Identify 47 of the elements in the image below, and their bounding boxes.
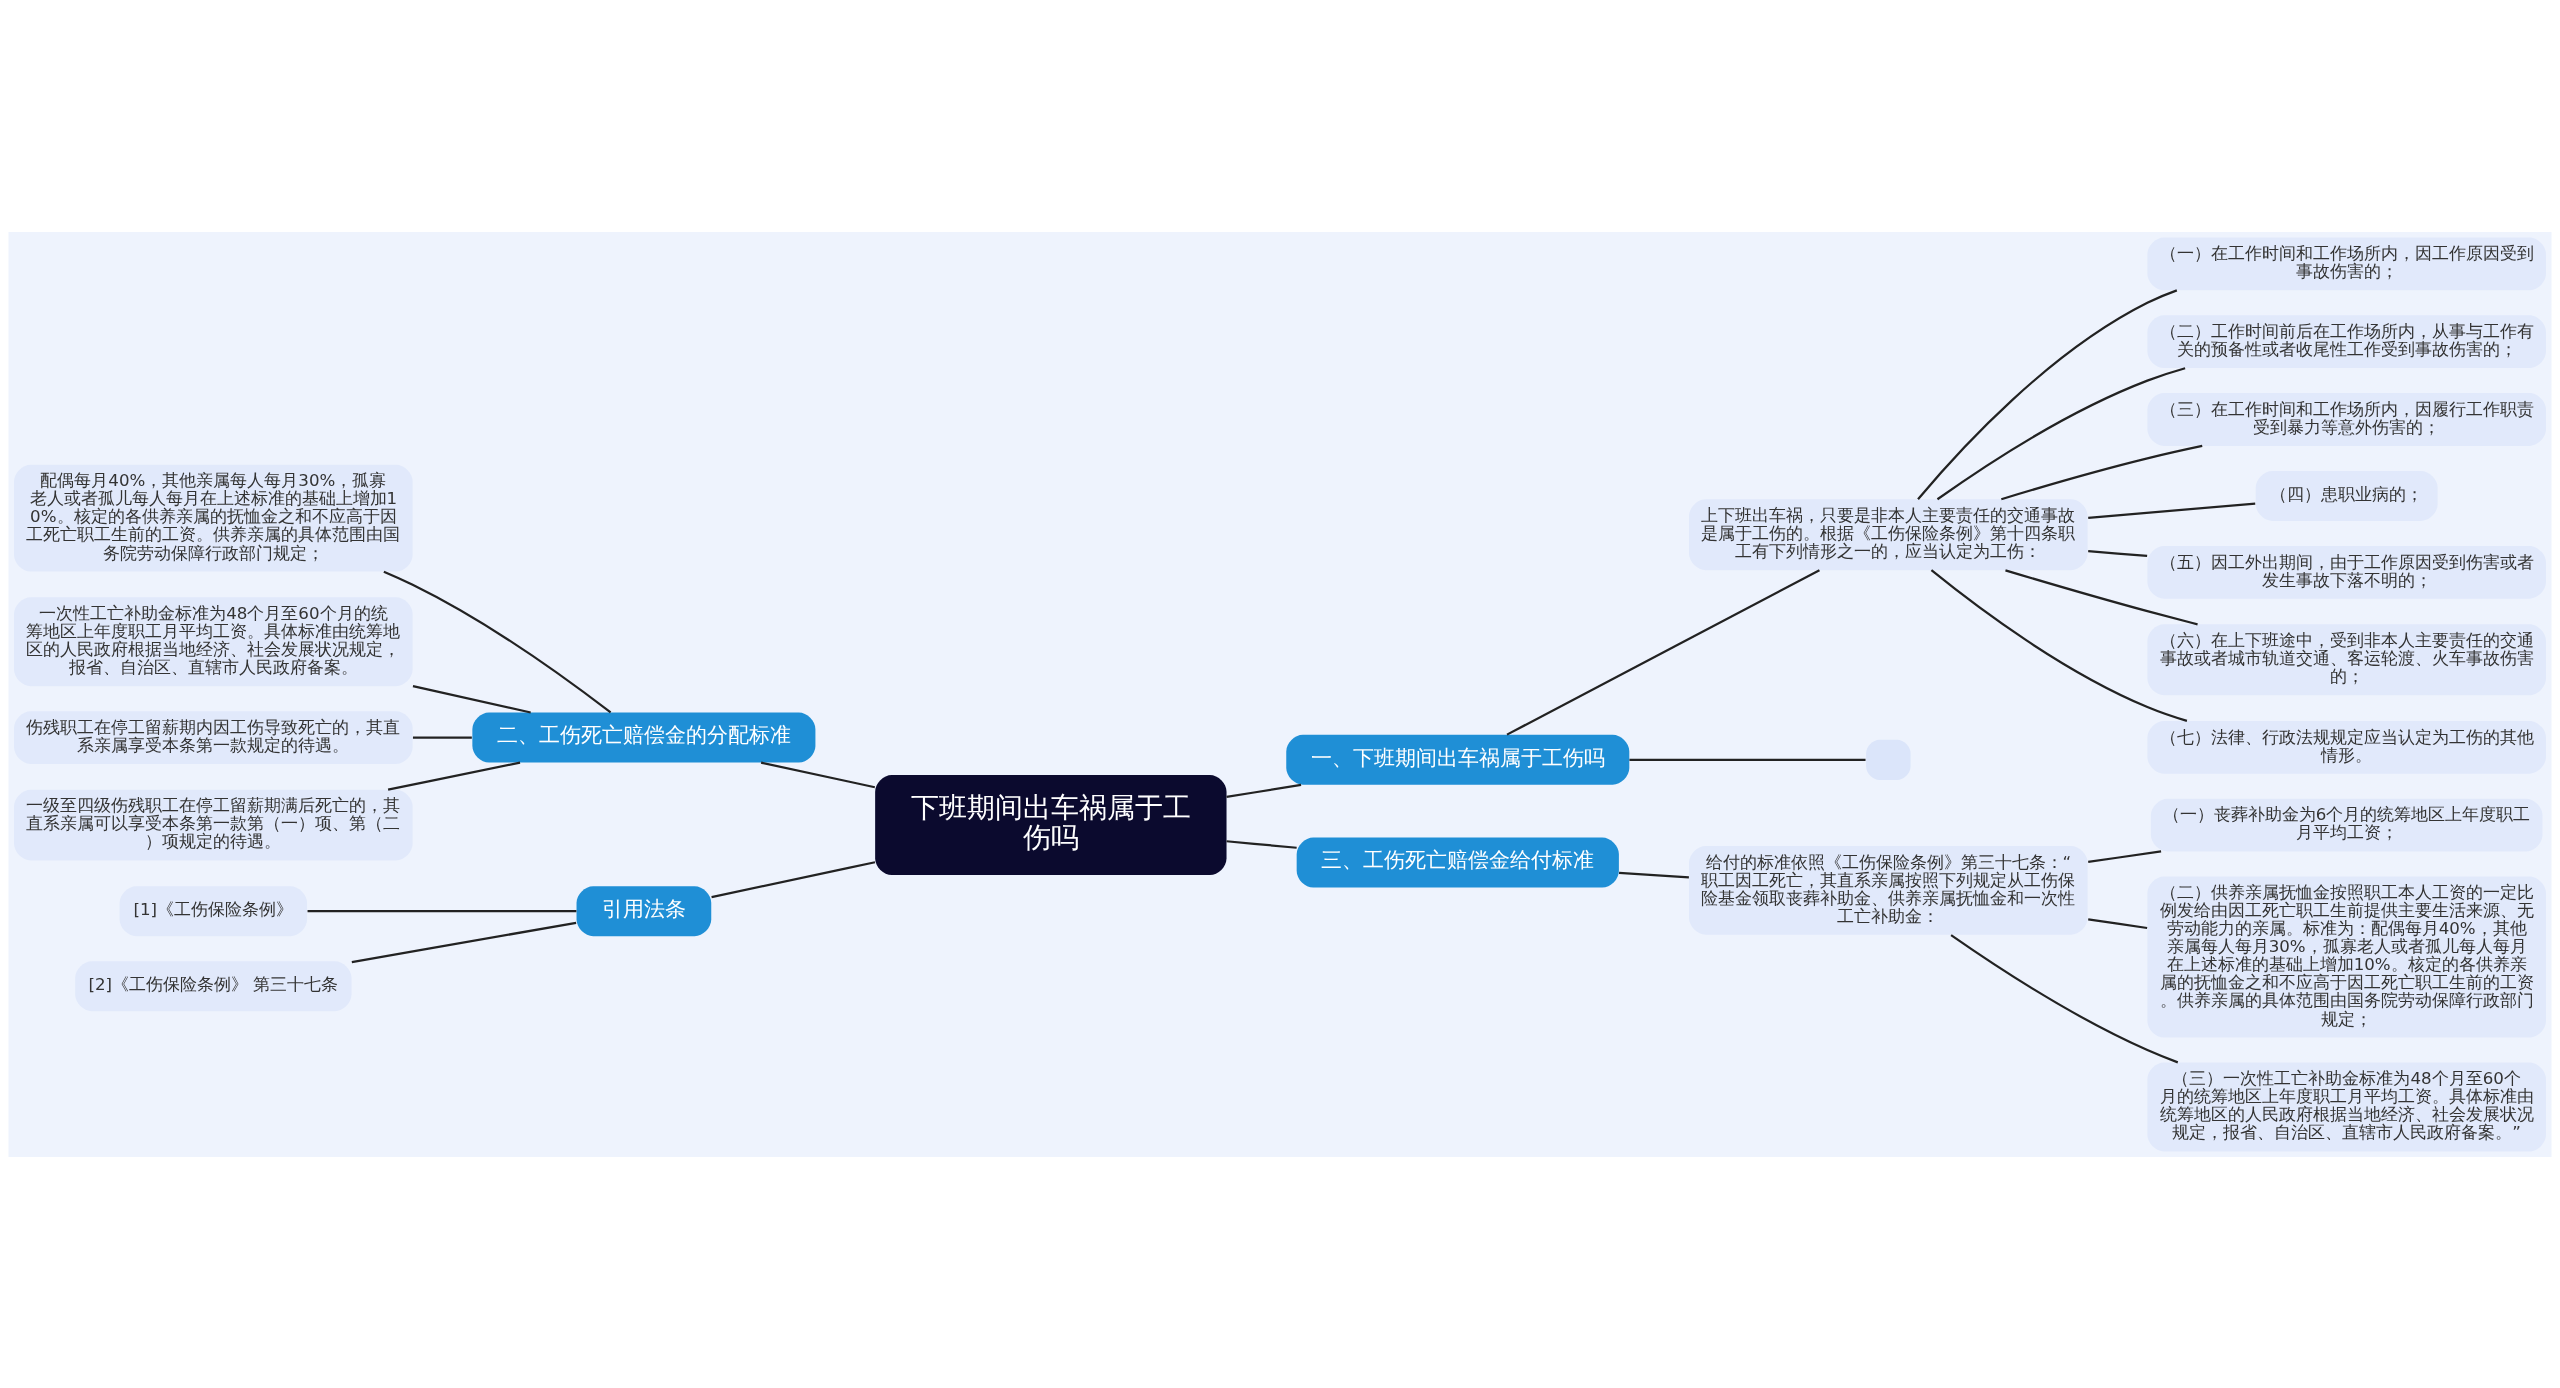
node-box: （七）法律、行政法规规定应当认定为工伤的其他情形。 [2147, 720, 2546, 774]
connector [1936, 366, 2186, 500]
node-box: 一、下班期间出车祸属于工伤吗 [1286, 734, 1630, 785]
connector [1629, 758, 1866, 761]
connector [1226, 783, 1302, 798]
connector [711, 860, 876, 898]
connector [1950, 933, 2179, 1063]
node-box: 一次性工亡补助金标准为48个月至60个月的统筹地区上年度职工月平均工资。具体标准由统筹地区的人民政府根据当地经济、社会发展状况规定，报省、自治区、直辖市人民政府备案。 [14, 596, 413, 686]
node-box: 三、工伤死亡赔偿金给付标准 [1296, 837, 1619, 888]
node-box: 一级至四级伤残职工在停工留薪期满后死亡的，其直系亲属可以享受本条第一款第（一）项、第（二）项规定的待遇。 [14, 789, 413, 860]
connector [2088, 549, 2148, 557]
connector [2005, 568, 2198, 625]
node-box: （三）在工作时间和工作场所内，因履行工作职责受到暴力等意外伤害的； [2147, 392, 2546, 446]
connector [1930, 568, 2188, 722]
node-box: （一）在工作时间和工作场所内，因工作原因受到事故伤害的； [2147, 237, 2546, 290]
connector [760, 761, 876, 788]
node-box: 二、工伤死亡赔偿金的分配标准 [472, 712, 816, 763]
connector [387, 761, 521, 791]
node-box: 伤残职工在停工留薪期内因工伤导致死亡的，其直系亲属享受本条第一款规定的待遇。 [14, 710, 413, 764]
node-box: [2]《工伤保险条例》 第三十七条 [75, 960, 352, 1011]
node-box: （四）患职业病的； [2255, 470, 2438, 521]
node-box: （六）在上下班途中，受到非本人主要责任的交通事故或者城市轨道交通、客运轮渡、火车事故伤害的； [2147, 623, 2546, 695]
connector [2088, 501, 2256, 519]
connector [307, 909, 577, 912]
connector [1619, 871, 1689, 879]
connector [2001, 444, 2203, 500]
node-box: 给付的标准依照《工伤保险条例》第三十七条：“职工因工死亡，其直系亲属按照下列规定从工伤保险基金领取丧葬补助金、供养亲属抚恤金和一次性工亡补助金： [1689, 845, 2088, 935]
node-box: （五）因工外出期间，由于工作原因受到伤害或者发生事故下落不明的； [2147, 545, 2546, 599]
node-box: （二）工作时间前后在工作场所内，从事与工作有关的预备性或者收尾性工作受到事故伤害的； [2147, 314, 2546, 368]
node-box: 引用法条 [576, 885, 712, 936]
node-box [1866, 739, 1911, 780]
node-box: （二）供养亲属抚恤金按照职工本人工资的一定比例发给由因工死亡职工生前提供主要生活来源、无劳动能力的亲属。标准为：配偶每月40%，其他亲属每人每月30%，孤寡老人或者孤儿每人每月在上述标准的基础上增加10%。核定的各供养亲属的抚恤金之和不应高于因工死亡职工生前的工资。供养亲属的具体范围由国务院劳动保障行政部门规定； [2147, 875, 2546, 1038]
node-box: 配偶每月40%，其他亲属每人每月30%，孤寡老人或者孤儿每人每月在上述标准的基础上增加10%。核定的各供养亲属的抚恤金之和不应高于因工死亡职工生前的工资。供养亲属的具体范围由国务院劳动保障行政部门规定； [14, 464, 413, 572]
node-box: 上下班出车祸，只要是非本人主要责任的交通事故是属于工伤的。根据《工伤保险条例》第十四条职工有下列情形之一的，应当认定为工伤： [1689, 498, 2088, 570]
node-box: （三）一次性工亡补助金标准为48个月至60个月的统筹地区上年度职工月平均工资。具体标准由统筹地区的人民政府根据当地经济、社会发展状况规定，报省、自治区、直辖市人民政府备案。” [2147, 1062, 2546, 1151]
connector [1917, 288, 2178, 500]
connector [412, 684, 531, 714]
connector [351, 921, 577, 963]
connector [1226, 839, 1297, 849]
node-box: （一）丧葬补助金为6个月的统筹地区上年度职工月平均工资； [2150, 798, 2543, 851]
node-box: [1]《工伤保险条例》 [119, 885, 308, 936]
connector [2088, 849, 2162, 863]
node-box: 下班期间出车祸属于工伤吗 [875, 774, 1227, 875]
connector [2088, 917, 2148, 929]
connector [1506, 568, 1820, 736]
connector [383, 570, 612, 713]
connector [412, 735, 472, 739]
